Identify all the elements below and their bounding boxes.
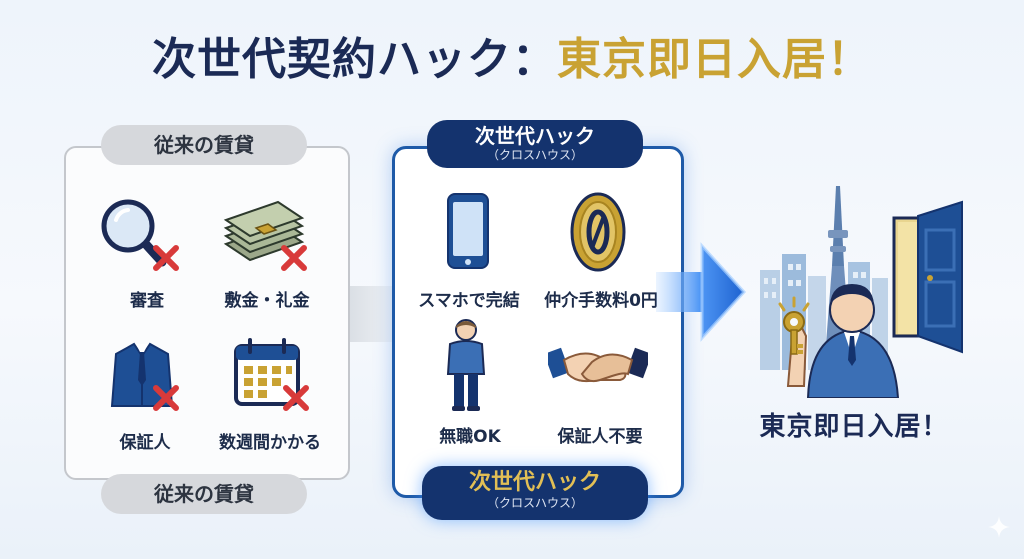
handshake-icon bbox=[548, 347, 648, 383]
magnifier-icon bbox=[101, 199, 179, 271]
calendar-icon bbox=[234, 338, 309, 411]
traditional-panel bbox=[64, 146, 350, 480]
page-title: 次世代契約ハック：東京即日入居！ bbox=[0, 32, 1024, 88]
casual-person-icon bbox=[446, 319, 486, 411]
nextgen-header-sub: （クロスハウス） bbox=[486, 148, 583, 162]
traditional-item-label: 審査 bbox=[130, 291, 164, 311]
nextgen-header: 次世代ハック （クロスハウス） bbox=[427, 120, 643, 168]
traditional-header: 従来の賃貸 bbox=[101, 125, 307, 165]
smartphone-icon bbox=[447, 193, 489, 269]
nextgen-item-label: 保証人不要 bbox=[557, 427, 643, 447]
suit-icon bbox=[110, 342, 179, 411]
traditional-item-label: 敷金・礼金 bbox=[224, 291, 310, 311]
title-part2: 東京即日入居！ bbox=[557, 34, 872, 85]
nextgen-item-label: 仲介手数料0円 bbox=[544, 291, 658, 311]
traditional-item-label: 数週間かかる bbox=[219, 433, 321, 453]
nextgen-footer-sub: （クロスハウス） bbox=[486, 496, 583, 510]
nextgen-footer: 次世代ハック （クロスハウス） bbox=[422, 466, 648, 520]
nextgen-item-label: 無職OK bbox=[439, 427, 501, 447]
nextgen-item-label: スマホで完結 bbox=[418, 291, 520, 311]
traditional-footer: 従来の賃貸 bbox=[101, 474, 307, 514]
tokyo-skyline-icon bbox=[760, 186, 963, 398]
traditional-item-label: 保証人 bbox=[119, 433, 171, 453]
arrow-right-icon bbox=[656, 242, 747, 342]
panel-connector bbox=[345, 286, 393, 342]
title-part1: 次世代契約ハック： bbox=[152, 34, 557, 85]
sparkle-icon bbox=[988, 516, 1010, 538]
zero-coin-icon bbox=[570, 192, 626, 272]
cash-stack-icon bbox=[223, 200, 307, 271]
nextgen-header-main: 次世代ハック bbox=[475, 124, 595, 148]
result-label: 東京即日入居！ bbox=[759, 412, 949, 442]
nextgen-footer-main: 次世代ハック bbox=[468, 470, 601, 495]
